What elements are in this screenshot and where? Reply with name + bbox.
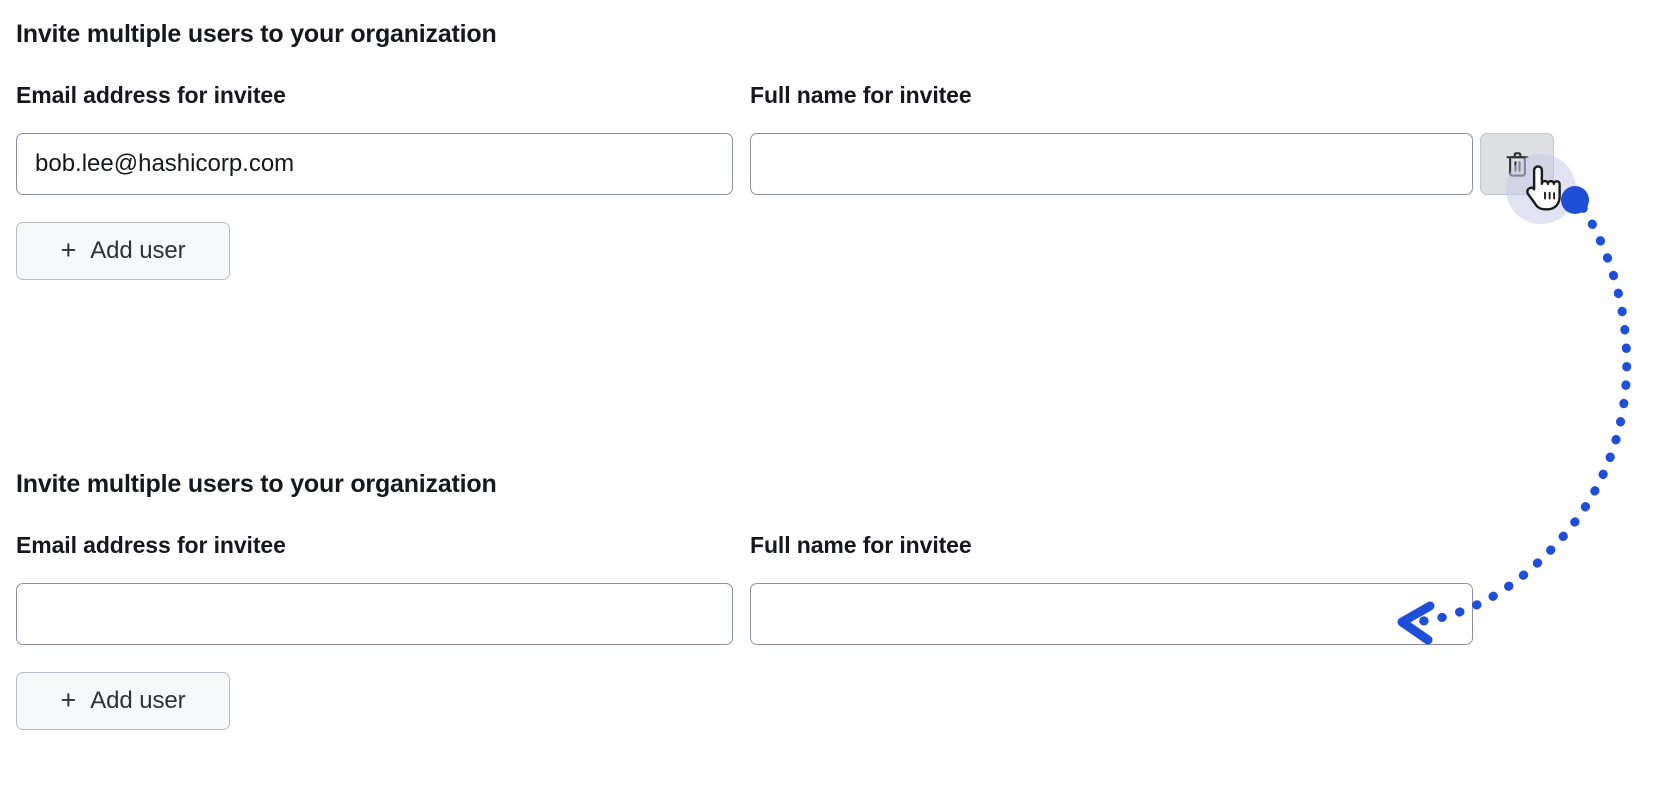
plus-icon: + — [60, 234, 77, 265]
add-user-label-secondary: Add user — [90, 687, 186, 714]
add-user-button[interactable]: + Add user — [16, 222, 230, 280]
email-input-secondary[interactable] — [16, 583, 733, 645]
fullname-field-label: Full name for invitee — [750, 82, 972, 108]
arrow-origin-dot — [1561, 186, 1589, 214]
email-input[interactable] — [16, 133, 733, 195]
email-field-label-secondary: Email address for invitee — [16, 532, 286, 558]
email-field-label: Email address for invitee — [16, 82, 286, 108]
plus-icon-secondary: + — [60, 684, 77, 715]
delete-invitee-button[interactable] — [1480, 133, 1554, 195]
fullname-input[interactable] — [750, 133, 1473, 195]
page-title: Invite multiple users to your organizati… — [16, 20, 497, 48]
add-user-label: Add user — [90, 237, 186, 264]
trash-icon — [1504, 150, 1531, 179]
page-title-secondary: Invite multiple users to your organizati… — [16, 470, 497, 498]
add-user-button-secondary[interactable]: + Add user — [16, 672, 230, 730]
fullname-input-secondary[interactable] — [750, 583, 1473, 645]
fullname-field-label-secondary: Full name for invitee — [750, 532, 972, 558]
